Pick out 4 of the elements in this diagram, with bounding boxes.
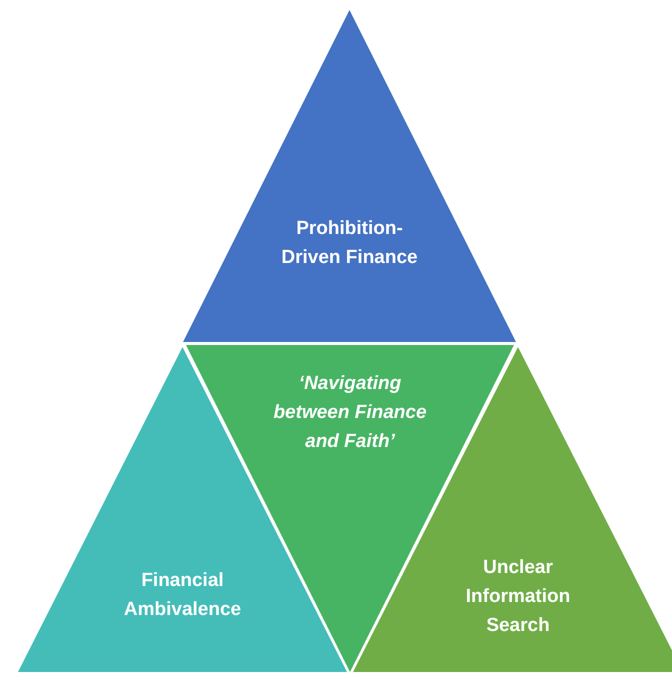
triangle-label: Prohibition-Driven Finance — [280, 217, 419, 270]
triangle-label: Financial Ambivalence — [122, 569, 242, 622]
triangle-label: Unclear Information Search — [464, 556, 572, 638]
triangle-label: ‘Navigating between Finance and Faith’ — [272, 372, 428, 454]
